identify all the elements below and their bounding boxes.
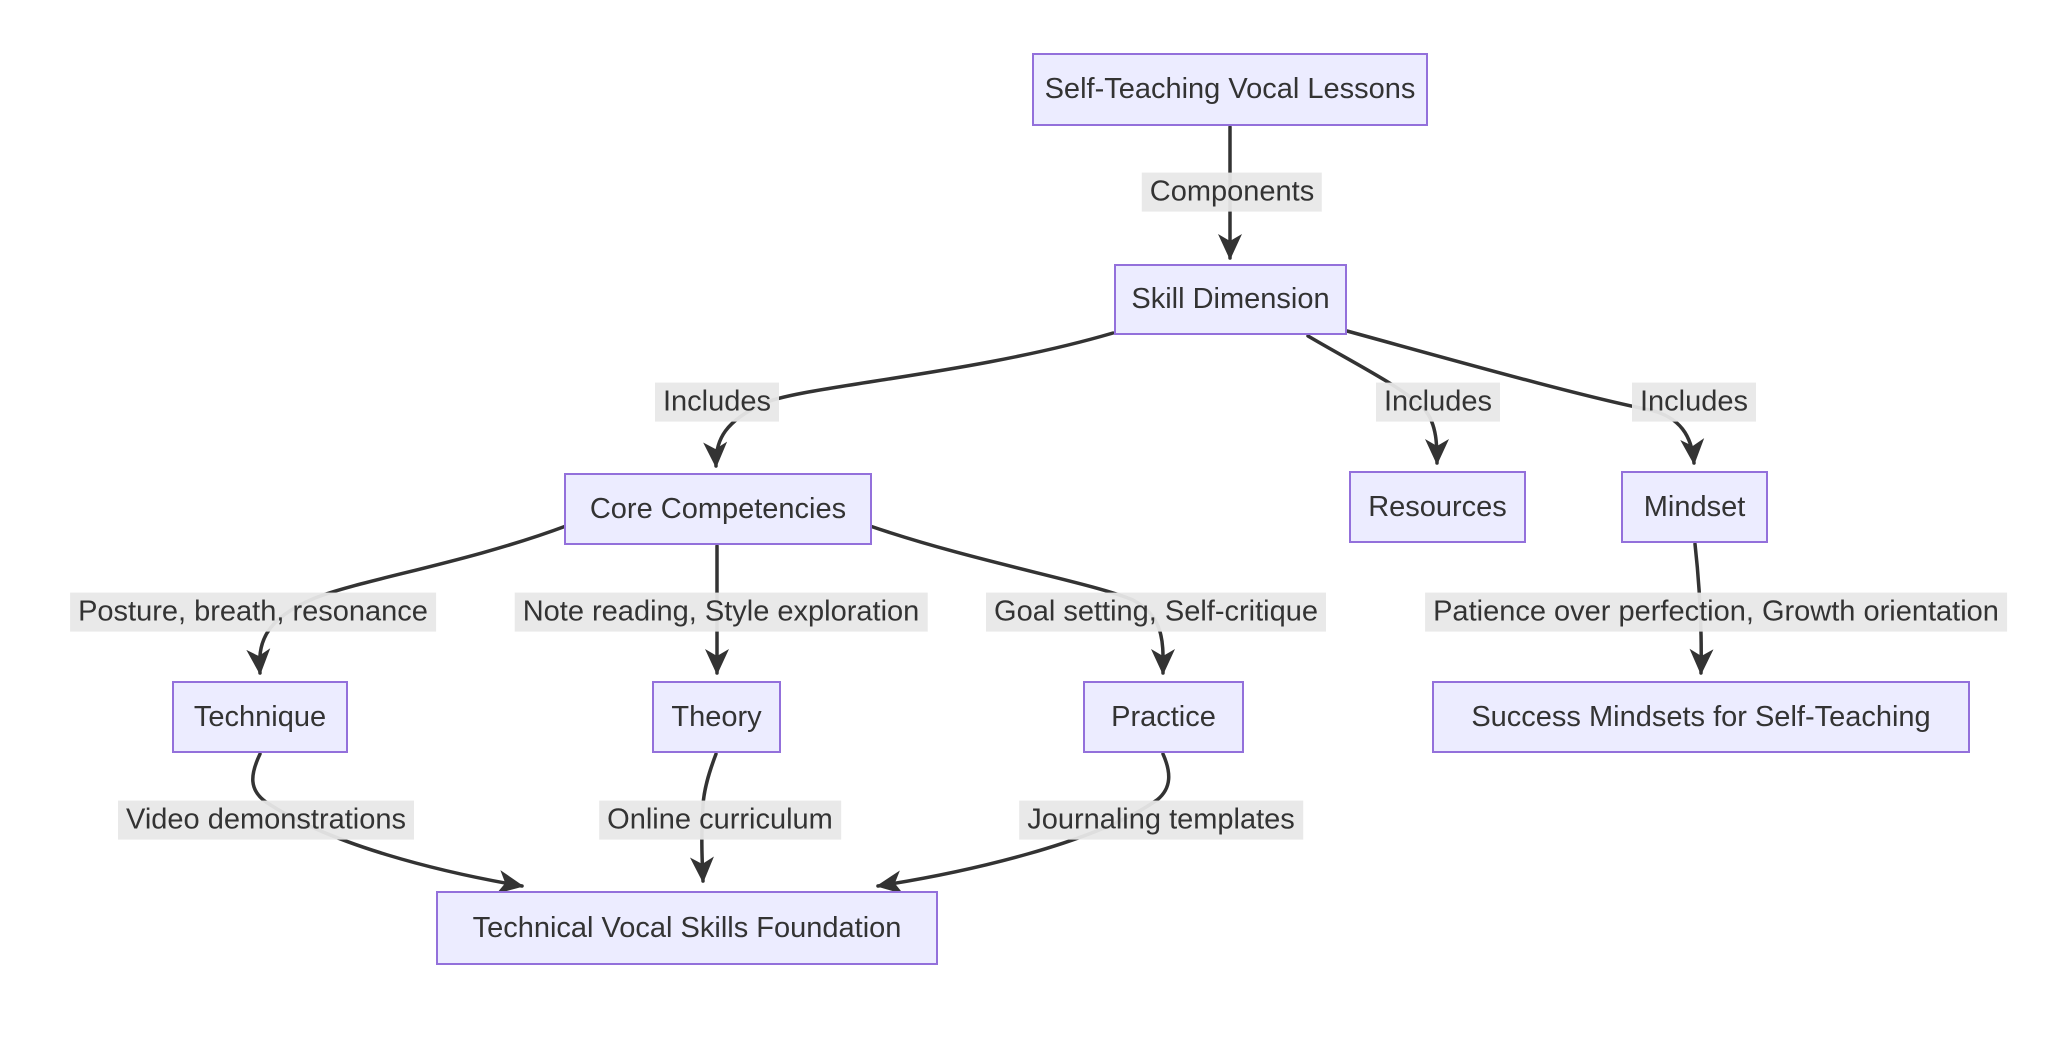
edge-label-components: Components bbox=[1141, 172, 1323, 212]
edge-label-posture-breath-resonance: Posture, breath, resonance bbox=[70, 592, 436, 632]
edge-skill-mindset bbox=[1345, 329, 1705, 465]
edge-label-video-demonstrations: Video demonstrations bbox=[118, 800, 414, 840]
edge-core-technique bbox=[246, 524, 568, 675]
edge-label-goal-setting-self-critique: Goal setting, Self-critique bbox=[986, 592, 1326, 632]
node-self-teaching-vocal-lessons: Self-Teaching Vocal Lessons bbox=[1032, 53, 1428, 126]
node-mindset: Mindset bbox=[1621, 471, 1768, 543]
node-technique: Technique bbox=[172, 681, 348, 753]
node-resources: Resources bbox=[1349, 471, 1526, 543]
edge-label-includes-mindset: Includes bbox=[1631, 382, 1757, 422]
node-core-competencies: Core Competencies bbox=[564, 473, 872, 545]
node-success-mindsets: Success Mindsets for Self-Teaching bbox=[1432, 681, 1970, 753]
edge-label-online-curriculum: Online curriculum bbox=[599, 800, 841, 840]
node-theory: Theory bbox=[652, 681, 781, 753]
edge-core-practice bbox=[868, 524, 1176, 675]
edge-label-patience-growth: Patience over perfection, Growth orienta… bbox=[1425, 592, 2007, 632]
edge-label-includes-core: Includes bbox=[654, 382, 780, 422]
node-practice: Practice bbox=[1083, 681, 1244, 753]
node-technical-vocal-skills-foundation: Technical Vocal Skills Foundation bbox=[436, 891, 938, 965]
edge-label-journaling-templates: Journaling templates bbox=[1019, 800, 1303, 840]
edge-label-includes-resources: Includes bbox=[1375, 382, 1501, 422]
node-skill-dimension: Skill Dimension bbox=[1114, 264, 1347, 335]
edge-skill-core bbox=[703, 331, 1115, 468]
edge-label-note-reading-style-exploration: Note reading, Style exploration bbox=[514, 592, 928, 632]
